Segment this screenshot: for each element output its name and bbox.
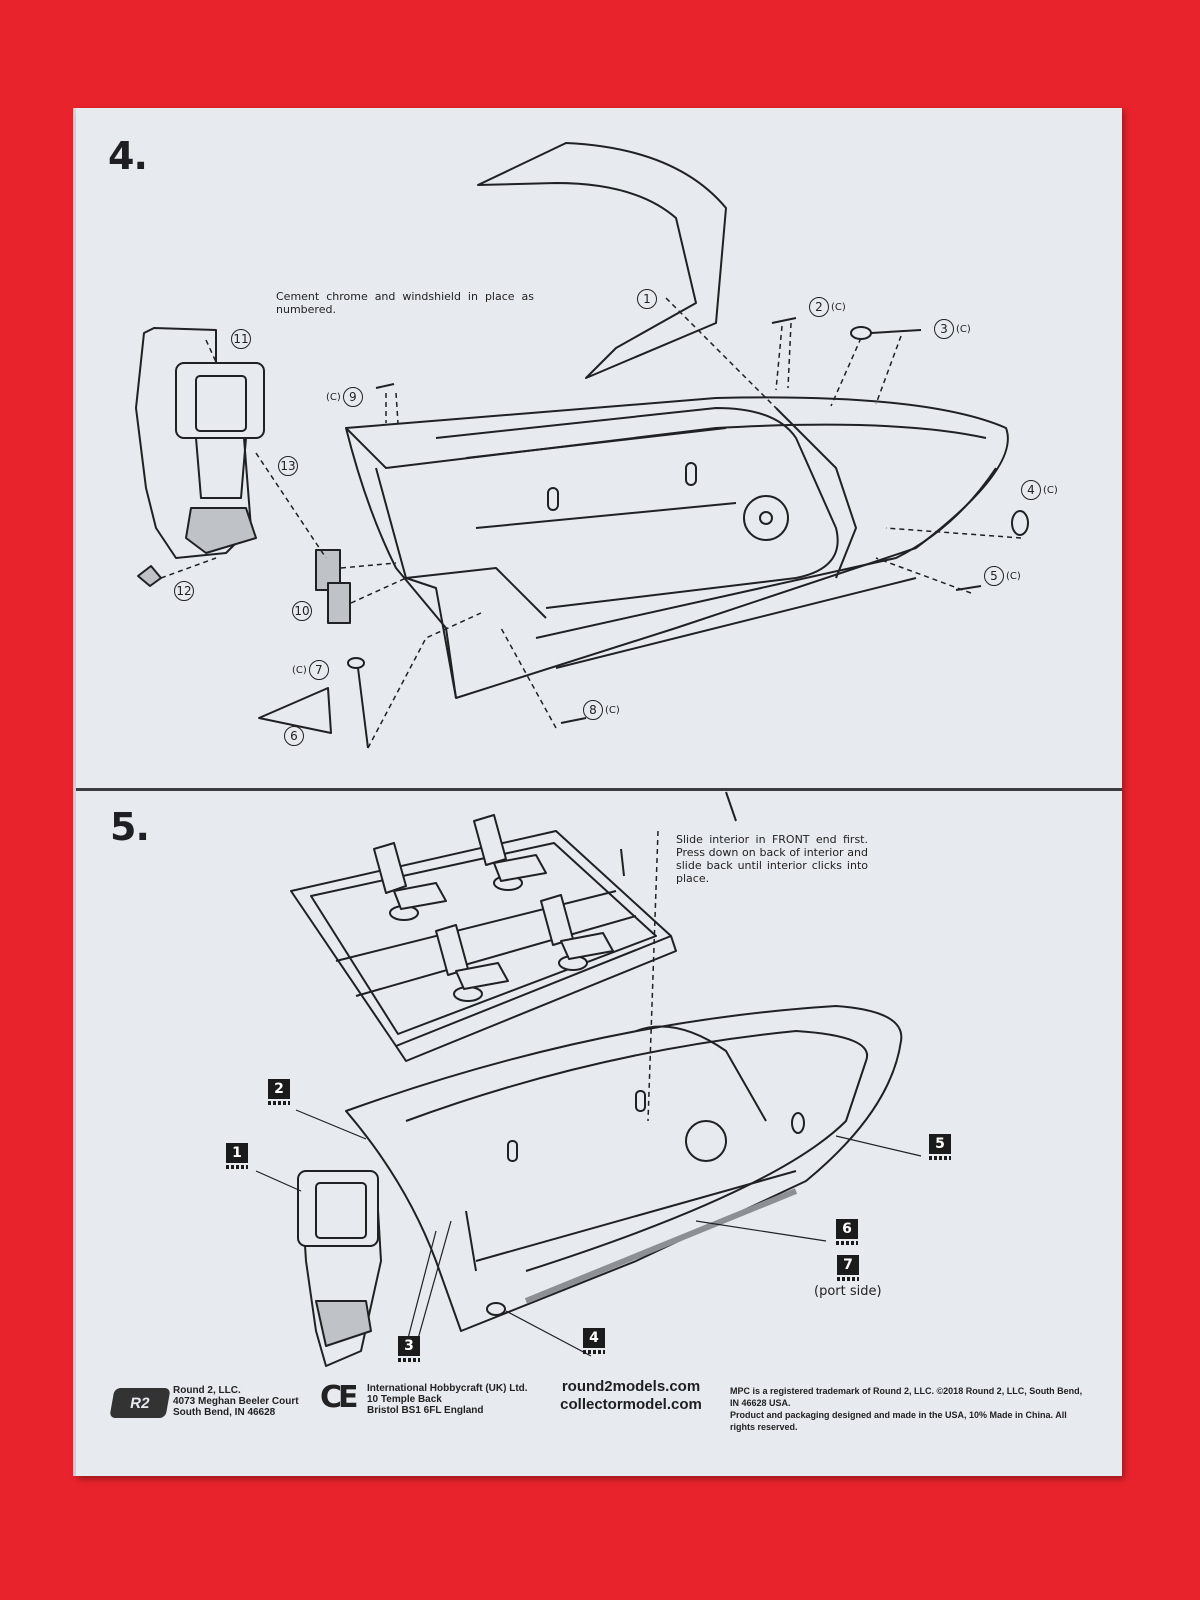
part-callout-8: 8(C) xyxy=(583,700,620,720)
step-5-panel: 5. Slide interior in FRONT end first. Pr… xyxy=(76,791,1122,1476)
part-callout-12: 12 xyxy=(174,581,194,601)
uk-distributor-address: International Hobbycraft (UK) Ltd. 10 Te… xyxy=(367,1383,528,1416)
part-callout-3: 3(C) xyxy=(934,319,971,339)
decal-callout-4: 4 xyxy=(583,1328,605,1354)
part-callout-1: 1 xyxy=(637,289,657,309)
decal-callout-5: 5 xyxy=(929,1134,951,1160)
round2models-link[interactable]: round2models.com xyxy=(561,1378,701,1395)
decal-callout-7: 7 xyxy=(837,1255,859,1281)
part-callout-4: 4(C) xyxy=(1021,480,1058,500)
step-4-panel: 4. Cement chrome and windshield in place… xyxy=(76,108,1122,788)
instruction-sheet: 4. Cement chrome and windshield in place… xyxy=(76,108,1122,1476)
port-side-label: (port side) xyxy=(814,1284,882,1299)
part-callout-9: (C)9 xyxy=(326,387,363,407)
part-callout-10: 10 xyxy=(292,601,312,621)
round2-logo: R2 xyxy=(109,1388,171,1418)
decal-callout-2: 2 xyxy=(268,1079,290,1105)
part-callout-5: 5(C) xyxy=(984,566,1021,586)
decal-callout-6: 6 xyxy=(836,1219,858,1245)
step-5-boat-illustration xyxy=(255,791,922,1367)
part-callout-2: 2(C) xyxy=(809,297,846,317)
company-address: Round 2, LLC. 4073 Meghan Beeler Court S… xyxy=(173,1385,299,1418)
step-5-note: Slide interior in FRONT end first. Press… xyxy=(676,833,868,885)
part-callout-7: (C)7 xyxy=(292,660,329,680)
step-5-number: 5. xyxy=(110,805,150,849)
step-4-boat-illustration xyxy=(135,142,1029,749)
decal-callout-1: 1 xyxy=(226,1143,248,1169)
legal-notice: MPC is a registered trademark of Round 2… xyxy=(730,1386,1083,1432)
ce-mark: CE xyxy=(320,1380,358,1415)
decal-callout-3: 3 xyxy=(398,1336,420,1362)
part-callout-11: 11 xyxy=(231,329,251,349)
part-callout-13: 13 xyxy=(278,456,298,476)
collectormodel-link[interactable]: collectormodel.com xyxy=(560,1396,702,1413)
page-fold-line xyxy=(76,788,1122,791)
footer: R2 Round 2, LLC. 4073 Meghan Beeler Cour… xyxy=(76,1378,1122,1448)
website-links: round2models.com collectormodel.com xyxy=(546,1378,716,1414)
step-4-note: Cement chrome and windshield in place as… xyxy=(276,290,534,316)
step-4-number: 4. xyxy=(108,134,148,178)
part-callout-6: 6 xyxy=(284,726,304,746)
